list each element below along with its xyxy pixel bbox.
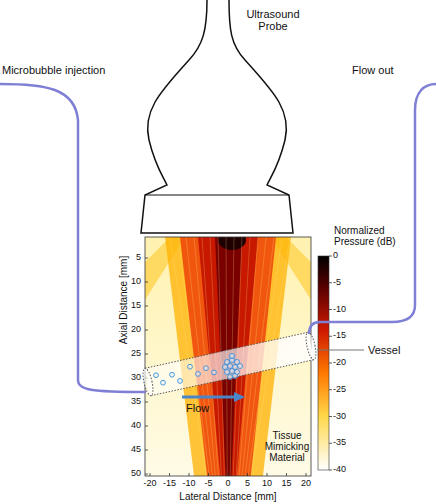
lateral-tick: -10: [182, 479, 195, 489]
lateral-tick: 15: [281, 479, 291, 489]
ultrasound-probe: Ultrasound Probe: [137, 0, 307, 234]
axial-tick: 30: [131, 373, 141, 383]
axial-tick: 20: [131, 325, 141, 335]
lateral-tick: -5: [204, 479, 212, 489]
axial-tick: 50: [131, 469, 141, 479]
axial-tick: 5: [136, 253, 141, 263]
colorbar-tick: -25: [333, 385, 346, 395]
colorbar-tick: -40: [333, 465, 346, 475]
microbubbles: [154, 354, 243, 386]
lateral-tick: 0: [225, 479, 230, 489]
colorbar-ticks: [329, 256, 332, 470]
vessel-label: Vessel: [368, 344, 400, 356]
axis-title: Lateral Distance [mm]: [179, 491, 276, 502]
axial-tick: 40: [131, 421, 141, 431]
leader-line: [317, 349, 364, 350]
lateral-tick: 5: [245, 479, 250, 489]
axial-tick: 35: [131, 397, 141, 407]
colorbar-tick: -20: [333, 358, 346, 368]
axial-tick: 15: [131, 301, 141, 311]
lateral-tick: 20: [301, 479, 311, 489]
colorbar-title: Normalized Pressure (dB): [334, 225, 412, 247]
tube-label: Flow out: [352, 64, 394, 76]
vessel: [141, 331, 318, 396]
axial-tick: 10: [131, 277, 141, 287]
lateral-tick: -15: [163, 479, 176, 489]
colorbar-tick: -15: [333, 331, 346, 341]
flow-arrowhead: [234, 392, 245, 402]
colorbar-tick: 0: [333, 251, 338, 261]
axis-title: Axial Distance [mm]: [119, 256, 129, 344]
lateral-tick: 10: [262, 479, 272, 489]
outlet-tube: [309, 84, 436, 334]
tube-label: Microbubble injection: [2, 64, 105, 76]
colorbar-tick: -5: [333, 278, 341, 288]
flow-label: Flow: [186, 402, 209, 414]
colorbar-tick: -30: [333, 412, 346, 422]
probe-label: Ultrasound Probe: [241, 8, 305, 32]
probe-outline: [137, 0, 307, 234]
inlet-tube: [0, 84, 146, 392]
colorbar-tick: -10: [333, 305, 346, 315]
beam-line: [230, 237, 234, 476]
lateral-tick: -20: [143, 479, 156, 489]
colorbar-tick: -35: [333, 438, 346, 448]
region-label: Tissue Mimicking Material: [263, 430, 311, 463]
colorbar: [318, 256, 329, 470]
axial-tick: 45: [131, 445, 141, 455]
axial-tick: 25: [131, 349, 141, 359]
flow-arrow: [182, 396, 236, 399]
